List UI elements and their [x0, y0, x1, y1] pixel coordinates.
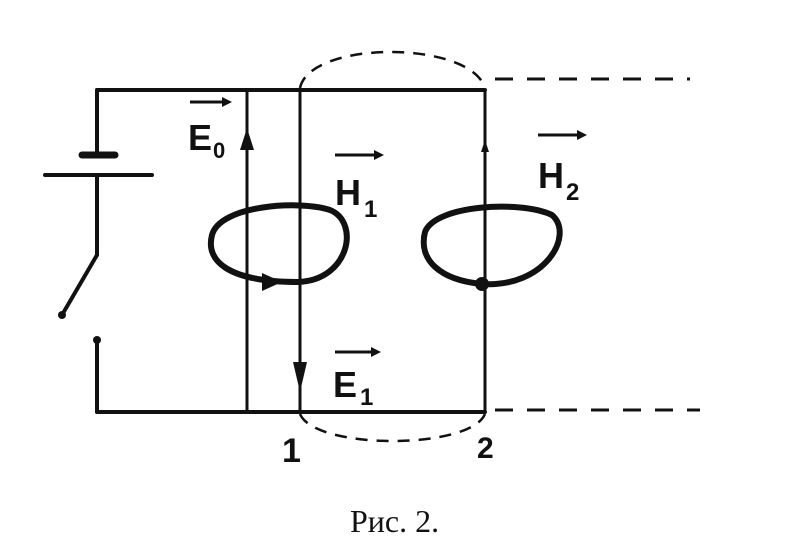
bottom-dashed-arc: [298, 413, 487, 443]
current-arrows: [240, 128, 489, 392]
battery: [43, 151, 154, 257]
point-1-label: 1: [282, 432, 301, 470]
label-e1: E 1: [333, 347, 381, 411]
loop-h1-arrow: [262, 273, 282, 291]
loop-h1: [207, 202, 350, 286]
switch-contact-bottom: [93, 336, 101, 344]
h1-subscript: 1: [364, 196, 377, 223]
top-dashed-arc: [298, 50, 487, 89]
vector-labels: E 0 H 1 H 2 E 1: [188, 97, 587, 411]
vector-arrowhead-e1: [371, 347, 381, 357]
arrow-up-e0: [240, 128, 254, 150]
switch-blade: [60, 253, 99, 317]
point-2-label: 2: [477, 432, 494, 465]
loop-h2-dot: [475, 277, 489, 291]
switch-contact-top: [58, 311, 66, 319]
e0-subscript: 0: [213, 138, 225, 163]
vector-arrowhead-h1: [374, 150, 384, 160]
label-h2: H 2: [538, 130, 587, 206]
h2-letter: H: [538, 155, 564, 196]
vector-arrowhead-h2: [577, 130, 587, 140]
dashed-lines: [298, 50, 700, 443]
loop-h2: [420, 203, 563, 288]
label-e0: E 0: [188, 97, 232, 163]
h1-letter: H: [335, 172, 361, 213]
magnetic-loops: [207, 202, 563, 291]
h2-subscript: 2: [566, 179, 579, 206]
arrow-down-e1: [293, 362, 307, 392]
label-h1: H 1: [335, 150, 384, 223]
e1-subscript: 1: [360, 384, 373, 411]
switch: [58, 253, 101, 344]
e1-letter: E: [333, 364, 357, 405]
vector-arrowhead-e0: [222, 97, 232, 107]
arrow-small-line2: [481, 140, 489, 152]
e0-letter: E: [188, 117, 212, 158]
figure-caption: Рис. 2.: [350, 503, 439, 539]
